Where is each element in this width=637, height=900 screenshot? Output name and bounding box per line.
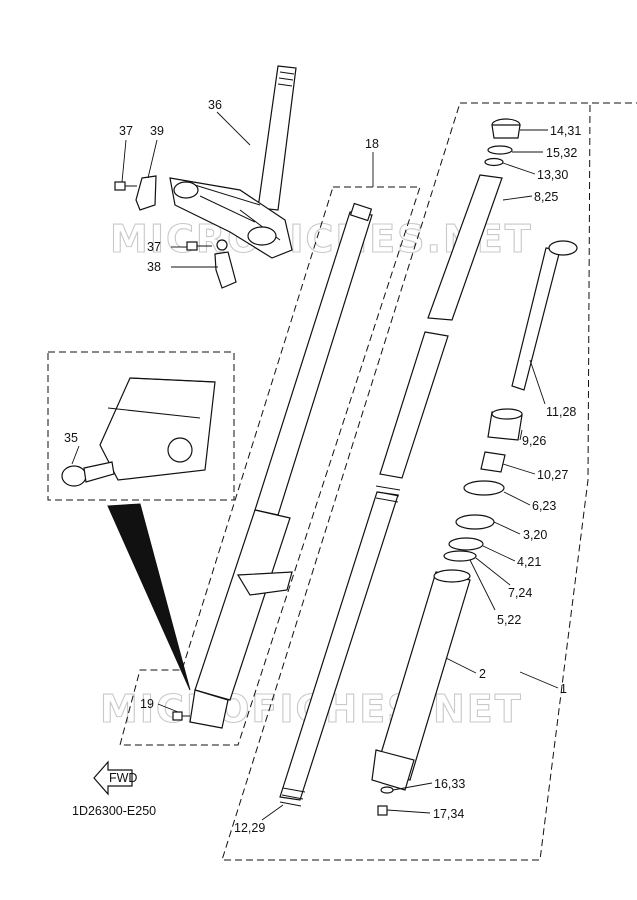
seal-6-23: [463, 480, 505, 496]
diagram-code: 1D26300-E250: [72, 804, 156, 818]
cap-bolt-14-31: [491, 118, 521, 139]
callout-38: 38: [147, 260, 161, 274]
bushing-9-26: [487, 408, 523, 441]
fwd-label: FWD: [109, 771, 137, 785]
callout-5-22: 5,22: [497, 613, 521, 627]
callout-9-26: 9,26: [522, 434, 546, 448]
bolt-17-34: [377, 805, 388, 816]
inner-tube-8-25: [379, 174, 503, 479]
callout-12-29: 12,29: [234, 821, 265, 835]
callout-13-30: 13,30: [537, 168, 568, 182]
callout-39: 39: [150, 124, 164, 138]
bushing-7-24: [443, 550, 477, 562]
washer-16-33: [380, 786, 394, 794]
fork-spring: [279, 485, 401, 807]
washer-4-21: [448, 537, 484, 551]
o-ring-15-32: [487, 145, 513, 155]
callout-35: 35: [64, 431, 78, 445]
clamp-39: [135, 175, 157, 211]
fork-18-outer-tube: [189, 509, 293, 729]
callouts: 36 37 39 37 38 18 35 19 12,29 14,31 15,3…: [64, 98, 581, 835]
clip-3-20: [455, 514, 495, 530]
callout-10-27: 10,27: [537, 468, 568, 482]
detail-pointer: [107, 503, 191, 691]
callout-1: 1: [560, 682, 567, 696]
bolt-37-upper: [114, 181, 137, 191]
outer-tube-2: [371, 569, 471, 791]
callout-16-33: 16,33: [434, 777, 465, 791]
callout-4-21: 4,21: [517, 555, 541, 569]
callout-3-20: 3,20: [523, 528, 547, 542]
bolt-37-lower: [186, 241, 212, 251]
washer-13-30: [484, 157, 504, 167]
callout-7-24: 7,24: [508, 586, 532, 600]
callout-19: 19: [140, 697, 154, 711]
callout-2: 2: [479, 667, 486, 681]
callout-14-31: 14,31: [550, 124, 581, 138]
callout-17-34: 17,34: [433, 807, 464, 821]
callout-15-32: 15,32: [546, 146, 577, 160]
detail-inset: [61, 377, 216, 487]
leader-lines: [71, 111, 559, 821]
callout-37-lower: 37: [147, 240, 161, 254]
callout-37-upper: 37: [119, 124, 133, 138]
steering-stem: [169, 65, 297, 259]
callout-8-25: 8,25: [534, 190, 558, 204]
fwd-arrow-icon: FWD: [93, 760, 137, 796]
damper-rod-11-28: [511, 240, 578, 391]
assembly-1-outline: [221, 102, 637, 861]
callout-6-23: 6,23: [532, 499, 556, 513]
detail-inset-box: [47, 351, 235, 501]
piece-10-27: [480, 451, 506, 473]
callout-11-28: 11,28: [546, 405, 576, 419]
callout-36: 36: [208, 98, 222, 112]
callout-18: 18: [365, 137, 379, 151]
